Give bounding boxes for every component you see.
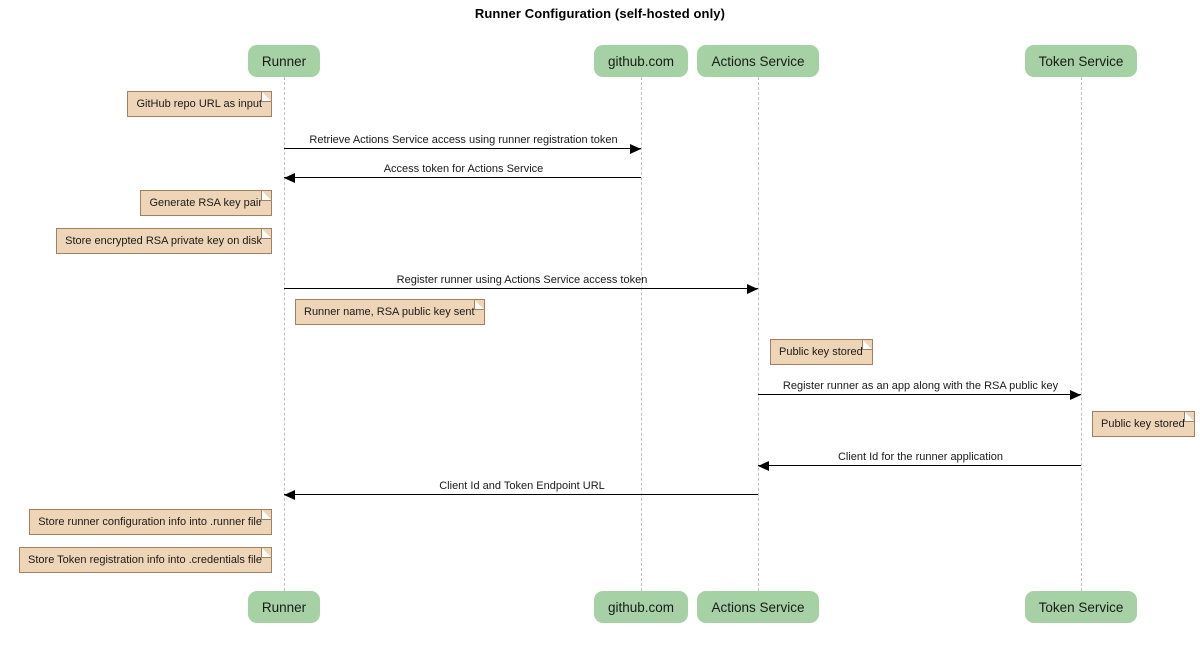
note-5: Public key stored	[770, 339, 873, 365]
note-6: Public key stored	[1092, 411, 1195, 437]
arrowhead-2	[284, 172, 295, 183]
participant-runner-header[interactable]: Runner	[247, 45, 321, 77]
arrowhead-3	[747, 283, 758, 294]
note-4: Runner name, RSA public key sent	[295, 299, 485, 325]
note-1: GitHub repo URL as input	[127, 91, 272, 117]
lifeline-actions	[758, 77, 759, 591]
message-label-4: Register runner as an app along with the…	[782, 380, 1059, 392]
message-label-5: Client Id for the runner application	[837, 451, 1004, 463]
message-label-1: Retrieve Actions Service access using ru…	[309, 134, 618, 146]
note-8: Store Token registration info into .cred…	[19, 547, 272, 573]
note-2: Generate RSA key pair	[140, 190, 272, 216]
message-label-6: Client Id and Token Endpoint URL	[439, 480, 605, 492]
page-title: Runner Configuration (self-hosted only)	[474, 6, 726, 21]
participant-actions-header[interactable]: Actions Service	[697, 45, 819, 77]
arrowhead-5	[758, 460, 769, 471]
message-line-5	[758, 465, 1081, 466]
message-label-3: Register runner using Actions Service ac…	[396, 274, 648, 286]
arrowhead-1	[630, 143, 641, 154]
note-7: Store runner configuration info into .ru…	[29, 509, 272, 535]
arrowhead-4	[1070, 389, 1081, 400]
participant-actions-footer[interactable]: Actions Service	[697, 591, 819, 623]
message-line-1	[284, 148, 641, 149]
participant-token-header[interactable]: Token Service	[1024, 45, 1138, 77]
message-line-6	[284, 494, 758, 495]
message-line-2	[284, 177, 641, 178]
lifeline-token	[1081, 77, 1082, 591]
message-label-2: Access token for Actions Service	[383, 163, 544, 175]
participant-token-footer[interactable]: Token Service	[1024, 591, 1138, 623]
lifeline-runner	[284, 77, 285, 591]
participant-runner-footer[interactable]: Runner	[247, 591, 321, 623]
message-line-4	[758, 394, 1081, 395]
note-3: Store encrypted RSA private key on disk	[56, 228, 272, 254]
message-line-3	[284, 288, 758, 289]
participant-github-footer[interactable]: github.com	[593, 591, 689, 623]
lifeline-github	[641, 77, 642, 591]
participant-github-header[interactable]: github.com	[593, 45, 689, 77]
arrowhead-6	[284, 489, 295, 500]
